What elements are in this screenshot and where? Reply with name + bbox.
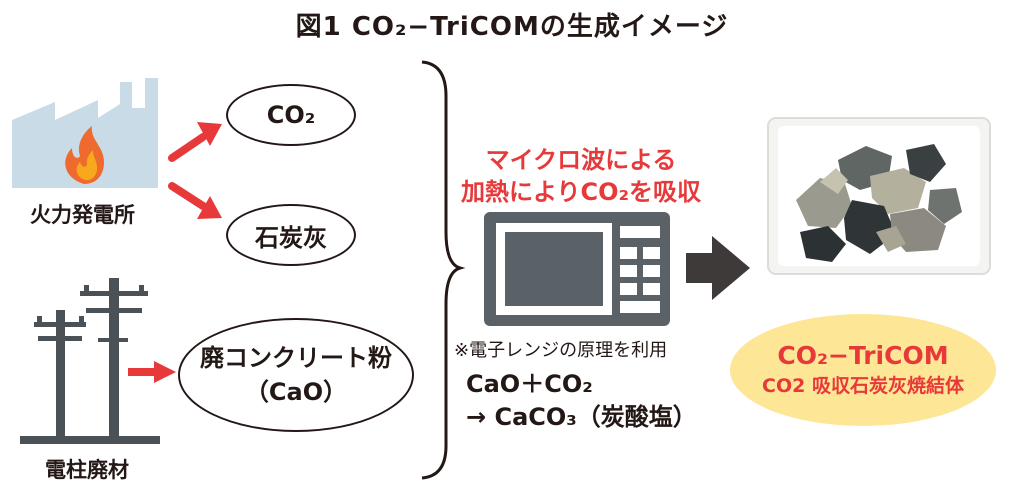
flame-icon bbox=[65, 126, 104, 184]
product-badge: CO₂−TriCOM CO2 吸収石炭灰焼結体 bbox=[730, 314, 996, 426]
power-plant-label: 火力発電所 bbox=[30, 203, 135, 227]
microwave-heading-line2: 加熱によりCO₂を吸収 bbox=[460, 178, 702, 206]
factory-icon bbox=[12, 78, 158, 188]
concrete-powder-formula: （CaO） bbox=[244, 378, 348, 406]
arrow-factory-to-co2 bbox=[168, 122, 222, 162]
reaction-equation: CaO＋CO₂ → CaCO₃（炭酸塩） bbox=[466, 368, 697, 434]
microwave-icon bbox=[484, 212, 670, 326]
sintered-product-photo bbox=[767, 117, 991, 275]
product-name: CO₂−TriCOM bbox=[777, 341, 949, 370]
arrow-microwave-to-product bbox=[686, 236, 750, 300]
concrete-powder-label: 廃コンクリート粉 bbox=[200, 344, 392, 372]
concrete-powder-oval: 廃コンクリート粉 （CaO） bbox=[178, 318, 414, 432]
reaction-line2: → CaCO₃（炭酸塩） bbox=[466, 403, 697, 431]
microwave-heading-line1: マイクロ波による bbox=[485, 146, 677, 174]
co2-oval: CO₂ bbox=[226, 84, 356, 146]
arrow-poles-to-concrete bbox=[128, 361, 176, 383]
arrow-factory-to-coal-ash bbox=[168, 182, 222, 219]
reaction-line1: CaO＋CO₂ bbox=[466, 370, 593, 398]
figure-title: 図1 CO₂−TriCOMの生成イメージ bbox=[295, 12, 729, 42]
curly-brace bbox=[421, 60, 466, 480]
coal-ash-oval: 石炭灰 bbox=[226, 204, 356, 266]
utility-pole-label: 電柱廃材 bbox=[45, 458, 129, 482]
co2-label: CO₂ bbox=[266, 101, 316, 129]
utility-pole-icon bbox=[20, 278, 160, 444]
product-description: CO2 吸収石炭灰焼結体 bbox=[762, 375, 964, 397]
coal-ash-label: 石炭灰 bbox=[255, 223, 327, 252]
microwave-note: ※電子レンジの原理を利用 bbox=[454, 340, 668, 361]
microwave-heading: マイクロ波による 加熱によりCO₂を吸収 bbox=[450, 144, 712, 208]
